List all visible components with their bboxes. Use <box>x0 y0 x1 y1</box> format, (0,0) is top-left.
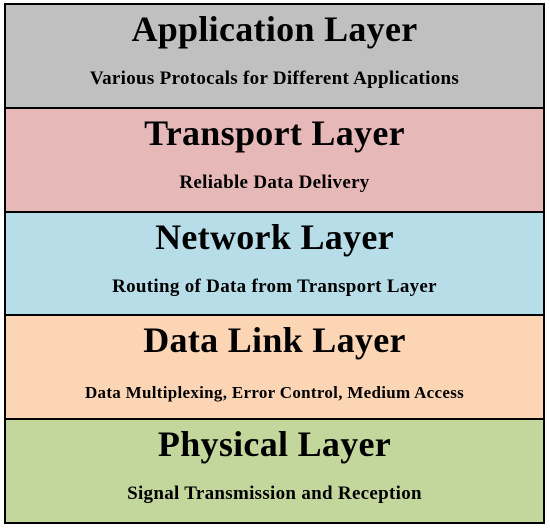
physical-layer-title: Physical Layer <box>157 424 392 465</box>
data-link-layer-title: Data Link Layer <box>143 320 406 361</box>
application-layer: Application Layer Various Protocals for … <box>4 3 545 109</box>
osi-layer-stack: Application Layer Various Protocals for … <box>4 3 545 524</box>
data-link-layer: Data Link Layer Data Multiplexing, Error… <box>4 314 545 421</box>
network-layer: Network Layer Routing of Data from Trans… <box>4 210 545 317</box>
application-layer-description: Various Protocals for Different Applicat… <box>89 68 460 89</box>
data-link-layer-description: Data Multiplexing, Error Control, Medium… <box>84 383 465 403</box>
network-layer-description: Routing of Data from Transport Layer <box>112 275 437 297</box>
transport-layer: Transport Layer Reliable Data Delivery <box>4 106 545 213</box>
transport-layer-description: Reliable Data Delivery <box>179 171 370 193</box>
network-layer-title: Network Layer <box>155 216 394 257</box>
physical-layer: Physical Layer Signal Transmission and R… <box>4 418 545 524</box>
application-layer-title: Application Layer <box>131 9 418 49</box>
physical-layer-description: Signal Transmission and Reception <box>127 483 422 505</box>
transport-layer-title: Transport Layer <box>144 112 405 153</box>
